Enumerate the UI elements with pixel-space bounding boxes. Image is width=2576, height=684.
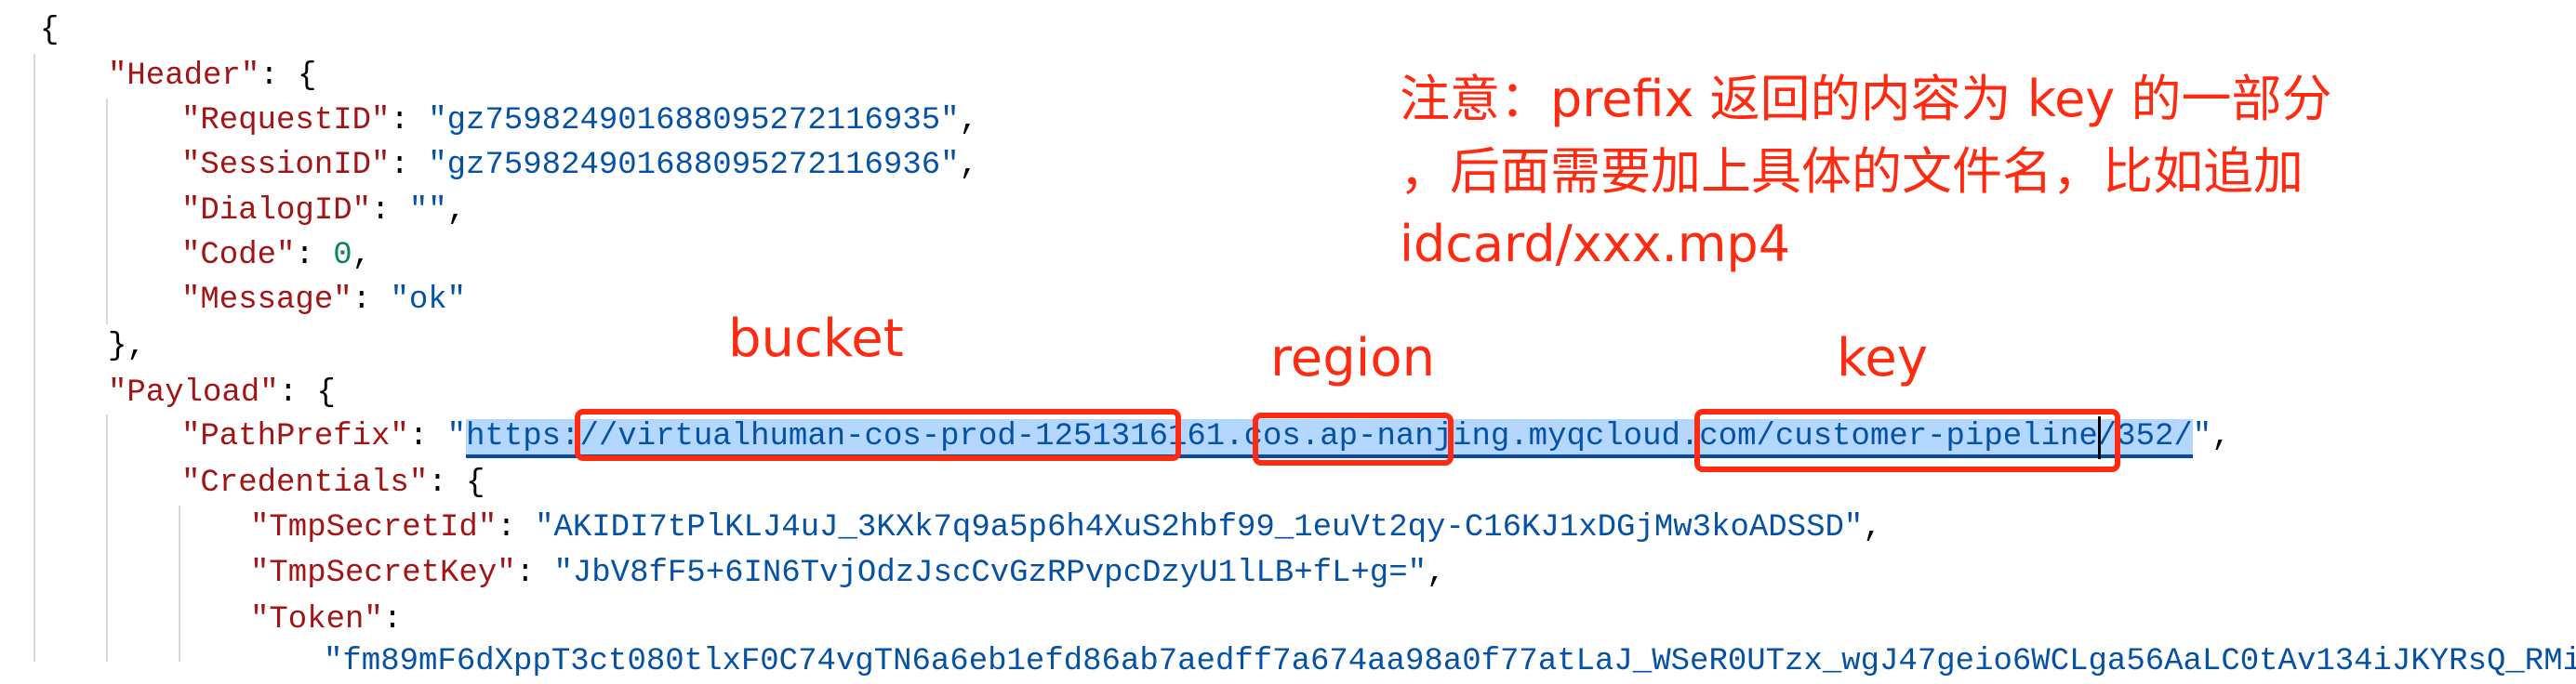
url-cos: .cos	[1225, 419, 1301, 454]
url-key: customer-pipeline/352/	[1774, 419, 2193, 454]
header-key: "Header"	[108, 59, 260, 94]
field-value: ""	[408, 193, 447, 229]
credentials-key: "Credentials"	[181, 466, 429, 501]
field-key: "DialogID"	[181, 193, 372, 229]
bucket-label: bucket	[728, 309, 904, 369]
path-prefix-selected-value[interactable]: https://virtualhuman-cos-prod-1251316161…	[466, 419, 2193, 458]
field-value: "ok"	[390, 283, 467, 318]
field-key: "SessionID"	[181, 148, 391, 183]
comma: ,	[1863, 510, 1882, 546]
url-domain: .myqcloud.com/	[1509, 419, 1775, 454]
bucket-highlight-box	[575, 409, 1181, 461]
field-key: "Message"	[181, 283, 352, 318]
url-region: .ap-nanjing	[1300, 419, 1510, 454]
field-key: "RequestID"	[181, 103, 391, 138]
payload-line: "Payload": {	[108, 375, 336, 411]
token-key: "Token"	[250, 602, 383, 638]
quote: "	[2192, 419, 2212, 454]
indent-guide	[106, 414, 108, 662]
payload-key: "Payload"	[108, 375, 279, 411]
token-line: "Token":	[250, 602, 403, 638]
note-line: 注意：prefix 返回的内容为 key 的一部分	[1400, 70, 2332, 128]
indent-guide	[106, 99, 108, 324]
comma: ,	[959, 103, 978, 138]
note-line: idcard/xxx.mp4	[1400, 215, 1791, 273]
note-line: ，后面需要加上具体的文件名，比如追加	[1400, 142, 2304, 201]
code-line: "Code": 0,	[181, 238, 372, 273]
region-highlight-box	[1253, 413, 1454, 466]
json-open-brace: {	[40, 13, 60, 48]
field-value: "gz759824901688095272116935"	[428, 103, 960, 138]
request-id-line: "RequestID": "gz759824901688095272116935…	[181, 103, 978, 138]
message-line: "Message": "ok"	[181, 283, 467, 318]
header-line: "Header": {	[108, 59, 317, 94]
comma: ,	[446, 193, 467, 229]
comma: ,	[352, 238, 372, 273]
field-value: "AKIDI7tPlKLJ4uJ_3KXk7q9a5p6h4XuS2hbf99_…	[535, 510, 1864, 546]
tmp-secret-key-line: "TmpSecretKey": "JbV8fF5+6IN6TvjOdzJscCv…	[250, 556, 1446, 591]
comma: ,	[1427, 556, 1446, 591]
field-value: "JbV8fF5+6IN6TvjOdzJscCvGzRPvpcDzyU1lLB+…	[553, 556, 1427, 591]
url-bucket: /virtualhuman-cos-prod-1251316161	[598, 419, 1226, 454]
quote: "	[446, 419, 467, 454]
field-key: "TmpSecretId"	[250, 510, 498, 546]
comma: ,	[959, 148, 978, 183]
region-label: region	[1270, 328, 1436, 388]
field-value: "gz759824901688095272116936"	[428, 148, 960, 183]
field-key: "TmpSecretKey"	[250, 556, 516, 591]
path-prefix-line: "PathPrefix": "https://virtualhuman-cos-…	[181, 414, 2231, 459]
tmp-secret-id-line: "TmpSecretId": "AKIDI7tPlKLJ4uJ_3KXk7q9a…	[250, 510, 1882, 546]
credentials-line: "Credentials": {	[181, 466, 485, 501]
session-id-line: "SessionID": "gz759824901688095272116936…	[181, 148, 978, 183]
path-prefix-key: "PathPrefix"	[181, 419, 409, 454]
indent-guide	[179, 506, 180, 662]
header-close: },	[108, 329, 146, 364]
field-value: 0	[333, 238, 352, 273]
field-key: "Code"	[181, 238, 296, 273]
dialog-id-line: "DialogID": "",	[181, 193, 467, 229]
key-label: key	[1837, 328, 1929, 388]
text-cursor	[2098, 416, 2101, 459]
annotation-note: 注意：prefix 返回的内容为 key 的一部分 ，后面需要加上具体的文件名，…	[1400, 63, 2332, 281]
indent-guide	[33, 54, 35, 662]
token-value: "fm89mF6dXppT3ct080tlxF0C74vgTN6a6eb1efd…	[324, 644, 2576, 679]
key-highlight-box	[1694, 409, 2120, 472]
